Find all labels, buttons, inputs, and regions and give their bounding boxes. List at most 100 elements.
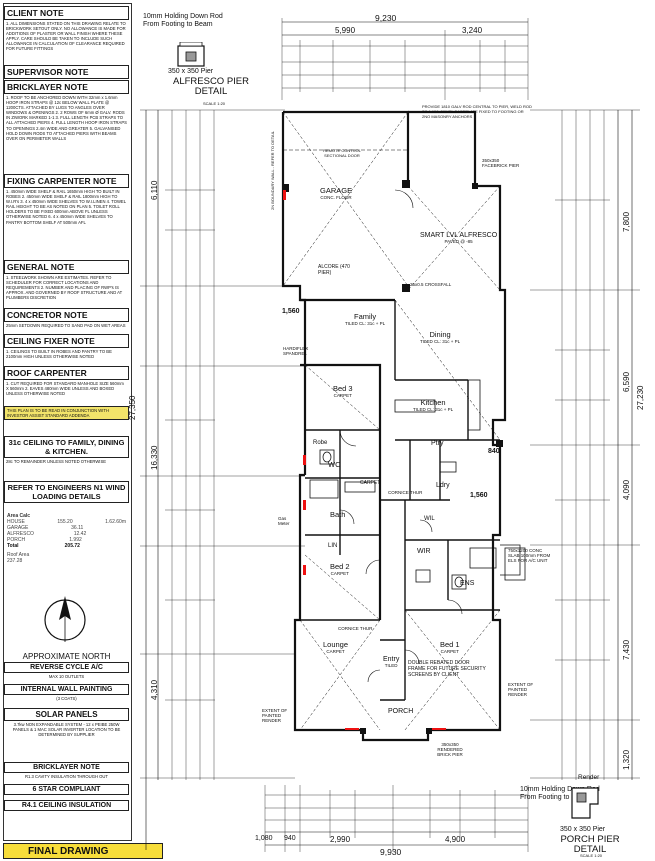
dim-right-overall: 27,230 xyxy=(636,385,645,410)
dim-left-overall: 27,350 xyxy=(128,395,137,420)
dim-right-7430: 7,430 xyxy=(622,639,631,660)
roof-area-value: 237.28 xyxy=(7,558,23,564)
supervisor-note: SUPERVISOR NOTE xyxy=(4,65,129,79)
dim-bottom-small: 1,080 xyxy=(255,835,273,842)
ceiling-fixer-text: 1. CEILINGS TO BUILT IN ROBES AND PANTRY… xyxy=(6,349,112,360)
garage-door-note: REMOTE CONTROL SECTIONAL DOOR xyxy=(323,148,361,158)
plan-read-text: THIS PLAN IS TO BE READ IN CONJUNCTION W… xyxy=(4,406,129,421)
roof-carpenter-text: 1. CUT REQUIRED FOR STANDARD MANHOLE SIZ… xyxy=(6,381,124,397)
dim-top-left: 5,990 xyxy=(335,26,356,35)
porch-pier-title: PORCH PIER DETAIL xyxy=(560,834,620,855)
rendered-brick-note: 350x350 RENDERED BRICK PIER xyxy=(437,742,463,757)
dim-right-1320: 1,320 xyxy=(622,749,631,770)
engineers-text: REFER TO ENGINEERS N1 WIND LOADING DETAI… xyxy=(4,481,129,503)
general-note-title: GENERAL NOTE xyxy=(4,260,129,274)
client-note: CLIENT NOTE 1. ALL DIMENSIONS STATED ON … xyxy=(4,6,129,53)
dim-top-right: 3,240 xyxy=(462,26,483,35)
gas-meter-label: Gas Meter xyxy=(278,516,290,526)
dim-bottom-right: 4,900 xyxy=(445,835,466,844)
solar-title: SOLAR PANELS xyxy=(4,708,129,721)
r41-text: R4.1 CEILING INSULATION xyxy=(4,800,129,811)
bricklayer2-text: R1.3 CAVITY INSULATION THROUGH OUT xyxy=(25,774,108,779)
client-note-text: 1. ALL DIMENSIONS STATED ON THIS DRAWING… xyxy=(6,21,126,52)
dim-bottom-overall: 9,930 xyxy=(380,847,402,857)
concretor-note: CONCRETOR NOTE 25mm SETDOWN REQUIRED TO … xyxy=(4,308,129,329)
ceiling-31c-title: 31c CEILING TO FAMILY, DINING & KITCHEN. xyxy=(4,436,129,458)
six-star-text: 6 STAR COMPLIANT xyxy=(4,784,129,795)
door-frame-note: DOUBLE REBATED DOOR FRAME FOR FUTURE SEC… xyxy=(408,660,486,678)
alfresco-pier-scale: SCALE 1:20 xyxy=(203,101,226,106)
room-wir: WIR xyxy=(417,548,431,555)
hardiflex-note: HARDIFLEX SPANDREL xyxy=(283,346,309,356)
ceiling-fixer-note: CEILING FIXER NOTE 1. CEILINGS TO BUILT … xyxy=(4,334,129,360)
concretor-note-text: 25mm SETDOWN REQUIRED TO SAND PAD ON WET… xyxy=(6,323,126,328)
bricklayer2-title: BRICKLAYER NOTE xyxy=(4,762,129,773)
area-calc-title: Area Calc xyxy=(7,513,31,519)
alfresco-pier-title: ALFRESCO PIER DETAIL xyxy=(172,76,250,97)
fixing-carpenter-title: FIXING CARPENTER NOTE xyxy=(4,174,129,188)
dim-right-4090: 4,090 xyxy=(622,479,631,500)
cornice-note: CORNICE THUR xyxy=(338,626,373,631)
dim-bottom-940: 940 xyxy=(284,835,296,842)
internal-wall-text: (3 COATS) xyxy=(56,696,77,701)
roof-area-label: Roof Area xyxy=(7,552,30,558)
dim-1560: 1,560 xyxy=(282,308,300,315)
alfresco-pier-size: 350 x 350 Pier xyxy=(168,68,214,75)
dim-right-dining: 6,590 xyxy=(622,371,631,392)
plan-read-note: THIS PLAN IS TO BE READ IN CONJUNCTION W… xyxy=(4,406,129,421)
general-note-text: 1. STEELWORK SHOWN ARE ESTIMATES. REFER … xyxy=(6,275,123,301)
carpet-label: CARPET xyxy=(360,480,381,486)
concretor-note-title: CONCRETOR NOTE xyxy=(4,308,129,322)
boundary-wall-note: 2N BOUNDARY WALL - REFER TO DETAIL xyxy=(270,131,275,210)
roof-carpenter-title: ROOF CARPENTER xyxy=(4,366,129,380)
cornice-note-2: CORNICE THUR xyxy=(388,490,423,495)
dim-left-main: 16,330 xyxy=(150,445,159,470)
alfresco-pier-note: 10mm Holding Down Rod From Footing to Be… xyxy=(143,13,223,28)
ceiling-31c-note: 31c CEILING TO FAMILY, DINING & KITCHEN.… xyxy=(4,436,129,465)
room-bath: Bath xyxy=(330,510,346,519)
dim-right-alfresco: 7,800 xyxy=(622,211,631,232)
dim-840: 840 xyxy=(488,448,500,455)
bricklayer-note: BRICKLAYER NOTE 1. ROOF TO BE ANCHORED D… xyxy=(4,80,129,142)
crossfall-note: 25x0.5 CROSSFALL xyxy=(410,282,452,287)
dim-1560b: 1,560 xyxy=(470,492,488,499)
internal-wall-note: INTERNAL WALL PAINTING (3 COATS) xyxy=(4,684,129,702)
facebrick-pier-note: 350x350 FACEBRICK PIER xyxy=(482,158,520,168)
notes-sidebar xyxy=(3,3,132,841)
porch-pier-symbol xyxy=(571,787,599,819)
reverse-cycle-title: REVERSE CYCLE A/C xyxy=(4,662,129,673)
room-robe: Robe xyxy=(313,440,328,446)
porch-pier-note: 10mm Holding Down Rod From Footing to Be… xyxy=(520,786,600,801)
dim-bottom-left: 2,990 xyxy=(330,835,351,844)
alcore-note: ALCORE (470 PIER) xyxy=(318,264,350,276)
reverse-cycle-text: MAX 10 OUTLETS xyxy=(48,674,85,679)
reverse-cycle-note: REVERSE CYCLE A/C MAX 10 OUTLETS xyxy=(4,662,129,680)
dim-left-garage: 6,110 xyxy=(150,180,159,200)
general-note: GENERAL NOTE 1. STEELWORK SHOWN ARE ESTI… xyxy=(4,260,129,301)
roof-carpenter-note: ROOF CARPENTER 1. CUT REQUIRED FOR STAND… xyxy=(4,366,129,397)
room-porch: PORCH xyxy=(388,708,414,715)
porch-render-label: Render xyxy=(578,774,600,781)
r41-note: R4.1 CEILING INSULATION xyxy=(4,800,129,811)
dim-left-4310: 4,310 xyxy=(150,679,159,700)
ceiling-31c-text: 28c TO REMAINDER UNLESS NOTED OTHERWISE xyxy=(6,459,107,464)
room-wc: WC xyxy=(328,460,341,469)
